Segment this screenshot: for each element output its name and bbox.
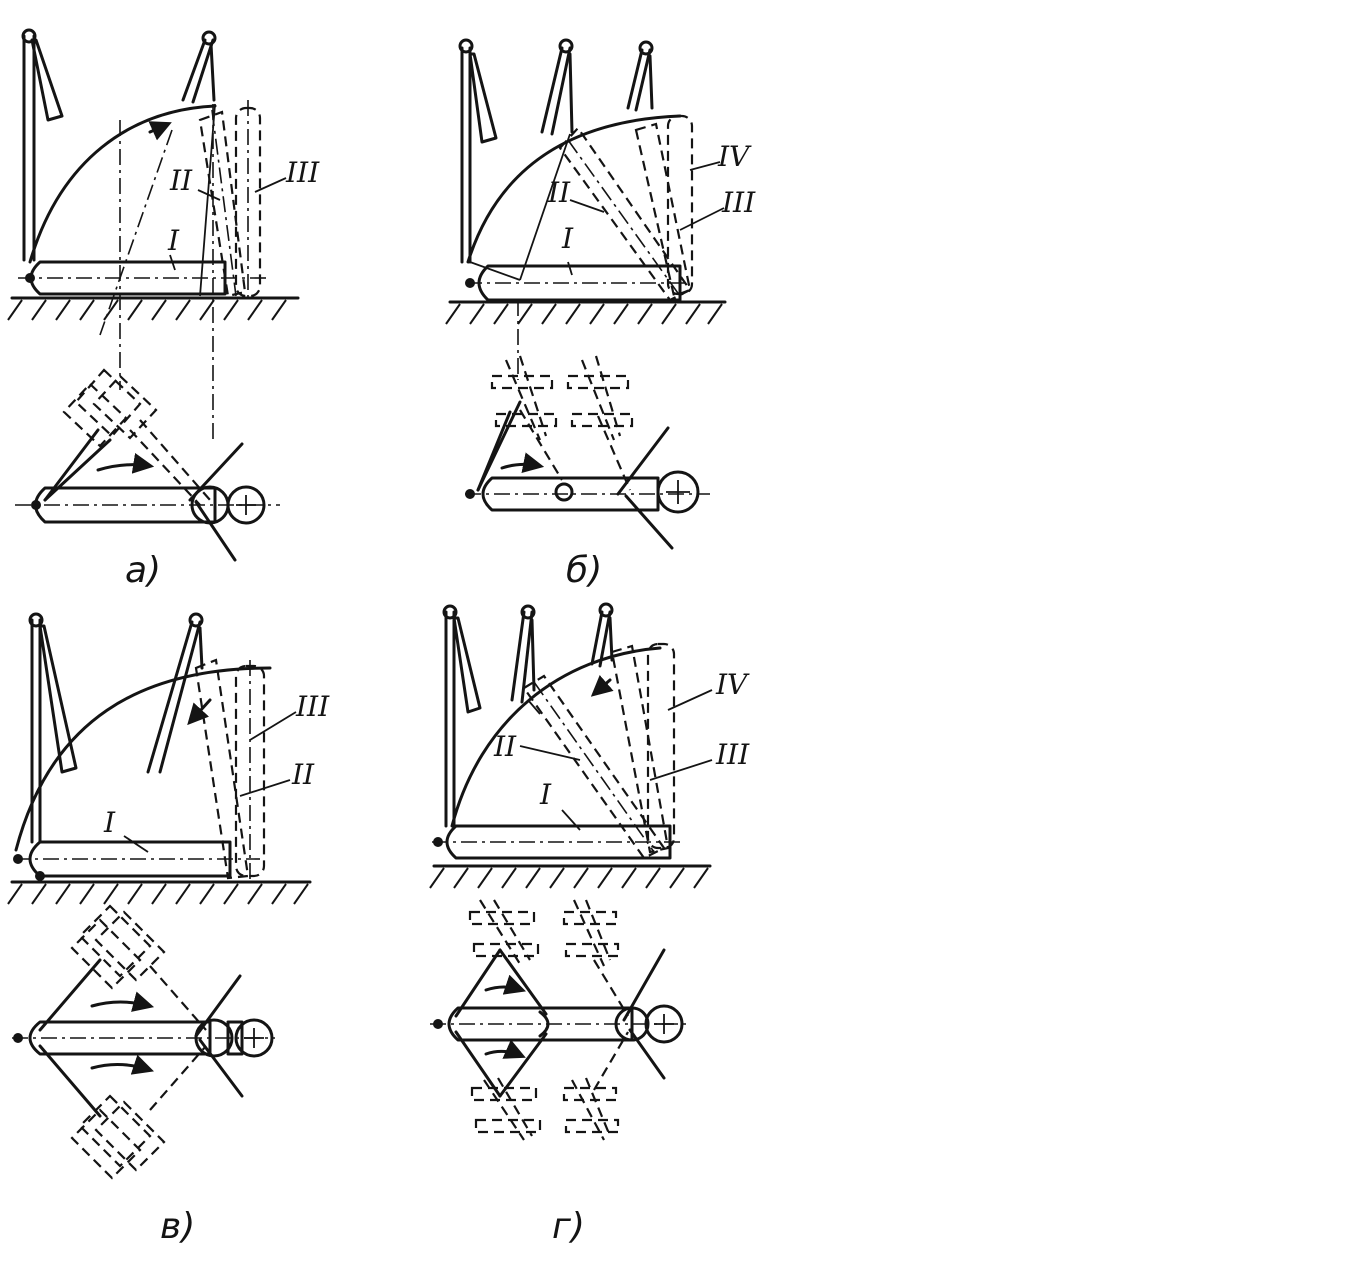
crane-boom-left xyxy=(21,28,64,262)
crane-plan-axis xyxy=(188,442,244,502)
crane-boom-1 xyxy=(458,38,498,264)
panel-v-plan xyxy=(12,904,275,1180)
panel-v: III II I xyxy=(7,612,330,1247)
label-iii: III xyxy=(285,156,320,189)
ground-hatching xyxy=(429,867,709,889)
label-ii: II xyxy=(291,758,315,791)
label-i: I xyxy=(167,224,180,257)
position-iii-vertical xyxy=(234,100,262,298)
position-ii-inclined xyxy=(558,126,692,302)
crane-boom-left xyxy=(28,612,78,844)
rotation-arrow-upper xyxy=(484,974,526,995)
caption-a: а) xyxy=(125,550,161,591)
rotation-arrow-lower xyxy=(90,1054,154,1075)
label-ii: II xyxy=(547,176,571,209)
rotation-arrow xyxy=(500,452,545,474)
lift-trajectory-arc xyxy=(14,666,272,852)
position-ii-inclined xyxy=(194,658,250,880)
crane-plan-position-lower xyxy=(470,1077,620,1141)
position-i-horizontal xyxy=(18,260,270,296)
caption-b: б) xyxy=(566,550,602,591)
panel-b-elevation: II I IV III xyxy=(445,38,756,380)
label-iii: III xyxy=(295,690,330,723)
position-i-horizontal xyxy=(432,824,680,860)
position-iii-inclined xyxy=(610,644,670,854)
vessel-plan xyxy=(481,476,660,512)
crane-boom-right xyxy=(146,612,204,774)
label-iv: IV xyxy=(717,140,752,173)
direction-arrow xyxy=(187,698,212,726)
crane-plan-position-lower xyxy=(70,1094,166,1180)
label-i: I xyxy=(539,778,552,811)
crane-boom-1 xyxy=(442,604,482,828)
position-i-horizontal xyxy=(465,264,690,302)
vessel-plan xyxy=(447,1006,634,1042)
panel-g-elevation: II I IV III xyxy=(429,602,750,889)
rotation-arrow xyxy=(96,452,155,474)
crane-boom-3 xyxy=(590,602,614,668)
label-iii: III xyxy=(721,186,756,219)
ground-hatching xyxy=(445,303,723,325)
label-i: I xyxy=(103,806,116,839)
panel-g-plan xyxy=(430,899,690,1141)
position-iv-vertical xyxy=(666,114,694,296)
caption-v: в) xyxy=(160,1206,195,1247)
label-i: I xyxy=(561,222,574,255)
crane-plan-position xyxy=(490,355,634,441)
crane-boom-right xyxy=(181,30,217,104)
panel-g: II I IV III xyxy=(429,602,750,1247)
position-iii-vertical xyxy=(234,660,266,880)
panel-a-plan xyxy=(15,368,280,562)
rotation-arrow-upper xyxy=(90,991,155,1012)
crane-plan-position-upper xyxy=(70,904,166,990)
ground-hatching xyxy=(7,299,287,321)
lift-trajectory-arc xyxy=(28,104,217,264)
position-ii-inclined xyxy=(522,674,666,860)
crane-plan-position-upper xyxy=(468,899,620,967)
label-ii: II xyxy=(493,730,517,763)
label-iii: III xyxy=(715,738,750,771)
ground-hatching xyxy=(7,883,309,905)
position-iii-inclined xyxy=(634,122,692,298)
projection-line xyxy=(99,129,173,336)
crane-boom-2 xyxy=(540,38,574,136)
vessel-plan xyxy=(28,1020,212,1056)
crane-boom-2 xyxy=(510,604,536,704)
label-iv: IV xyxy=(715,668,750,701)
position-ii-inclined xyxy=(198,109,247,298)
caption-g: г) xyxy=(552,1206,585,1247)
position-i-horizontal xyxy=(13,840,260,881)
panel-b-plan xyxy=(465,355,710,550)
panel-a: II I III а) xyxy=(7,28,320,591)
panel-a-elevation: II I III xyxy=(7,28,320,440)
label-ii: II xyxy=(169,164,193,197)
crane-plan-position xyxy=(62,368,158,448)
direction-arrow xyxy=(590,675,614,697)
panel-b: II I IV III xyxy=(445,38,756,591)
lift-trajectory-arc xyxy=(466,114,682,264)
rotation-arrow-lower xyxy=(484,1039,526,1059)
position-iv-vertical xyxy=(646,642,676,850)
direction-arrow xyxy=(148,121,172,141)
panel-v-elevation: III II I xyxy=(7,612,330,905)
crane-boom-3 xyxy=(626,40,654,112)
vessel-plan xyxy=(34,486,217,524)
